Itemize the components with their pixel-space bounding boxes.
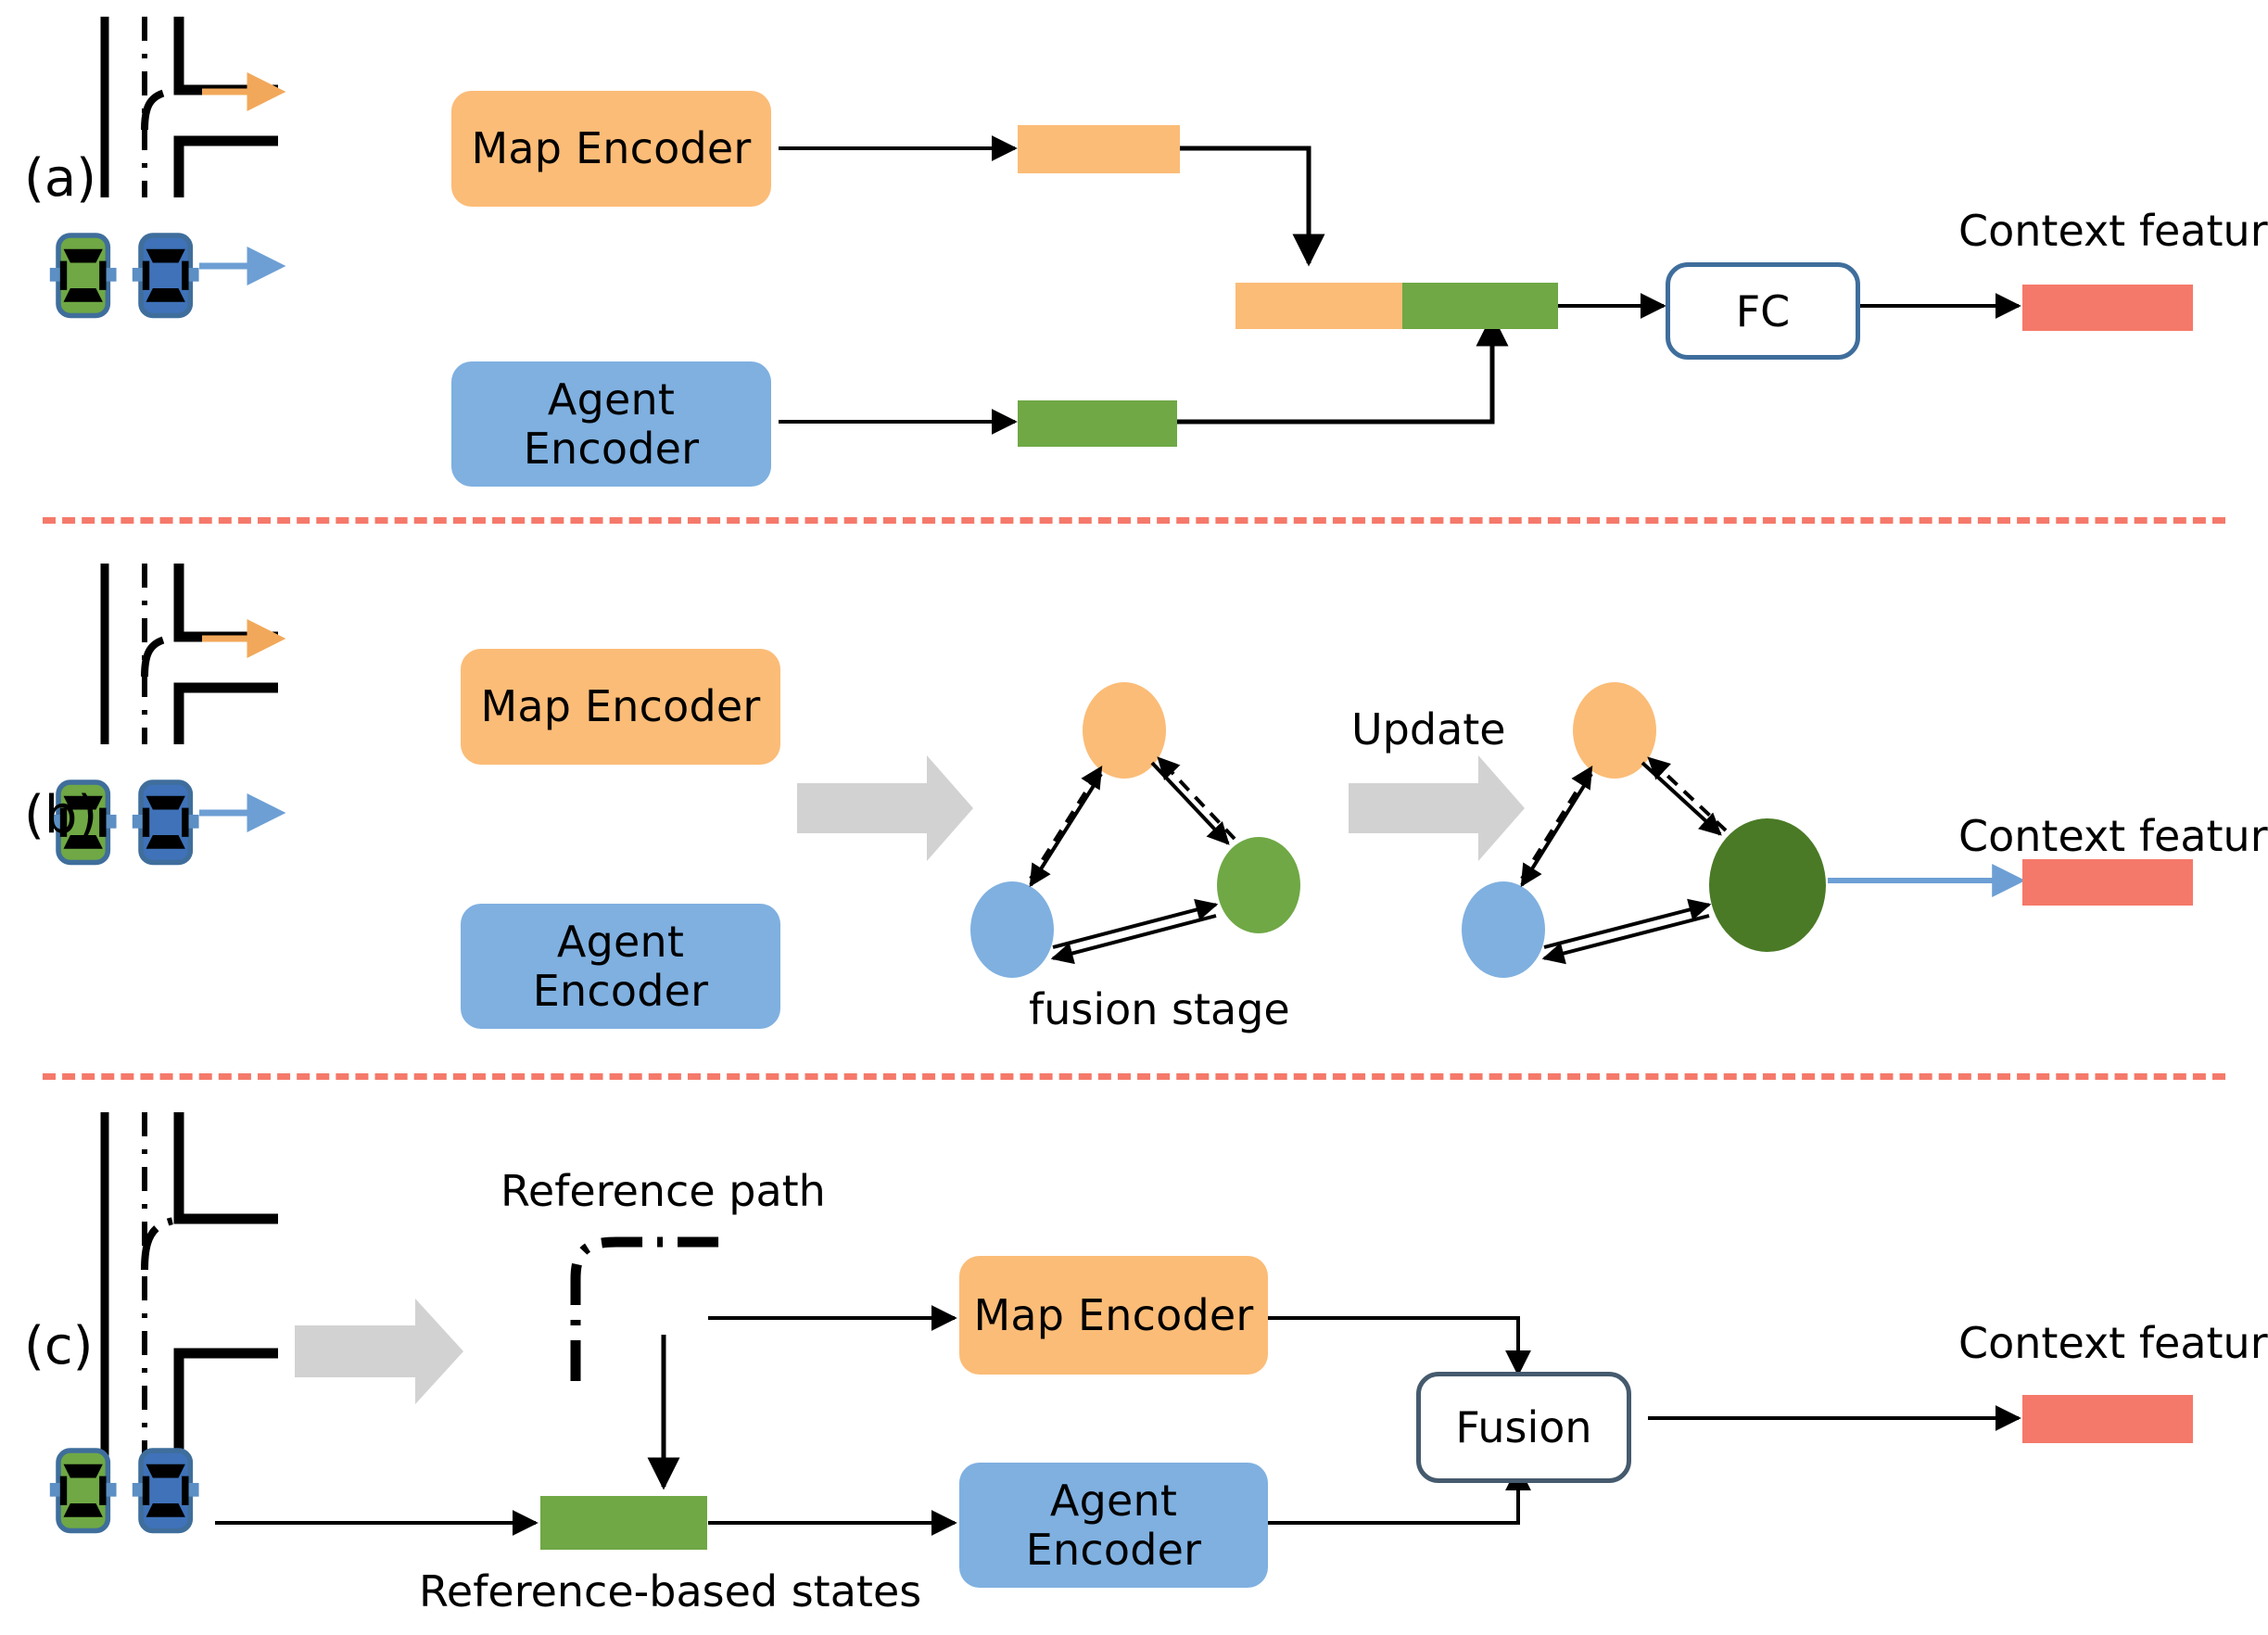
node-target-1 [1217,837,1300,933]
context-feature-label-c: Context feature [1958,1318,2268,1368]
fusion-graph-2-b [1462,682,1826,978]
reference-state-bar-c [540,1496,707,1550]
agentencoder-to-fusion-c [1268,1464,1531,1525]
map-feature-bar-a [1018,125,1180,173]
panel-label-b: (b) [24,785,98,845]
agent-encoder-box-a[interactable]: Agent Encoder [451,361,771,487]
agent-encoder-box-c[interactable]: Agent Encoder [959,1463,1268,1588]
context-feature-bar-a [2022,285,2193,331]
node-agent-1 [970,881,1054,978]
map-encoder-box-c[interactable]: Map Encoder [959,1256,1268,1375]
agent-encoder-line2-b: Encoder [532,965,709,1016]
car-blue-c [132,1448,199,1534]
reference-path-curve-c [570,1236,723,1381]
fusion-graph-1-b [970,682,1300,978]
agent-encoder-line1-c: Agent [1049,1475,1178,1526]
context-feature-label-a: Context feature [1958,206,2268,256]
update-label-b: Update [1351,704,1506,754]
fusion-stage-label-b: fusion stage [1029,984,1290,1034]
node-target-2-updated [1709,818,1826,952]
agent-encoder-line1-a: Agent [547,374,676,425]
car-green-b [49,779,117,866]
agent-encoder-line2-c: Encoder [1025,1524,1202,1575]
car-blue-a [132,233,199,319]
concat-bar-orange-a [1235,283,1402,329]
agent-encoder-line2-a: Encoder [523,423,700,474]
panel-label-c: (c) [24,1316,94,1376]
node-map-2 [1573,682,1656,779]
node-map-1 [1083,682,1166,779]
car-green-c [49,1448,117,1534]
agent-encoder-box-b[interactable]: Agent Encoder [461,904,780,1029]
fc-box-a[interactable]: FC [1666,262,1860,360]
agent-encoder-line1-b: Agent [556,916,685,967]
road-sketch-a [100,17,278,197]
panel-separator-2 [43,1073,2225,1080]
panel-separator-1 [43,517,2225,524]
panel-label-a: (a) [24,148,97,209]
reference-based-states-label-c: Reference-based states [419,1566,922,1616]
stage-arrow-2-b [1349,755,1525,861]
context-feature-bar-c [2022,1395,2193,1443]
map-encoder-box-b[interactable]: Map Encoder [461,649,780,765]
map-encoder-box-a[interactable]: Map Encoder [451,91,771,207]
node-agent-2 [1462,881,1545,978]
stage-arrow-1-b [797,755,973,861]
context-feature-label-b: Context feature [1958,811,2268,861]
reference-path-label-c: Reference path [500,1166,826,1216]
concat-bar-green-a [1402,283,1558,329]
agent-feature-bar-a [1018,400,1177,447]
fusion-box-c[interactable]: Fusion [1416,1372,1631,1483]
car-blue-b [132,779,199,866]
context-feature-bar-b [2022,859,2193,906]
road-sketch-b [100,564,278,744]
car-green-a [49,233,117,319]
agent-bar-to-concat-a [1175,313,1509,425]
stage-arrow-c [295,1299,463,1404]
map-bar-to-concat-a [1179,146,1325,267]
mapencoder-to-fusion-c [1268,1316,1531,1376]
